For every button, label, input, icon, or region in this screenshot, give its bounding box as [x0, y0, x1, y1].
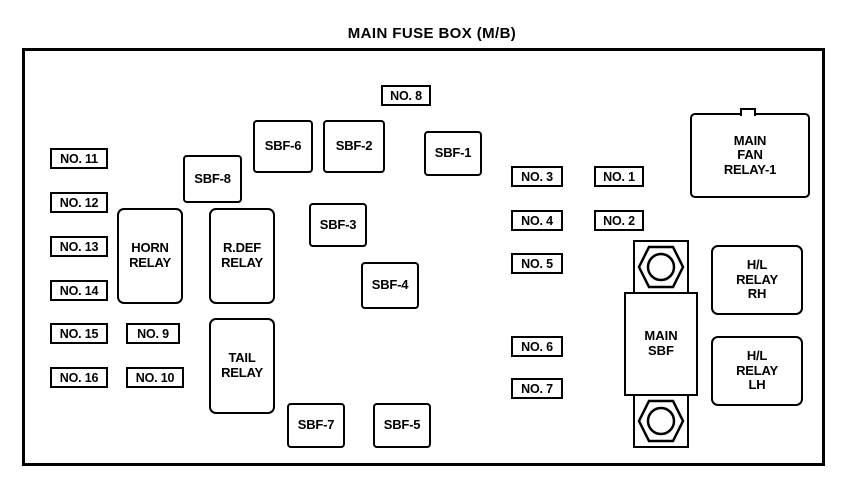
- main-sbf-assembly[interactable]: MAIN SBF: [624, 240, 698, 448]
- hex-nut-icon-top: [637, 244, 685, 290]
- fuse-no-12[interactable]: NO. 12: [50, 192, 108, 213]
- hex-nut-icon-bottom: [637, 398, 685, 444]
- sbf-4[interactable]: SBF-4: [361, 262, 419, 309]
- fuse-no-4[interactable]: NO. 4: [511, 210, 563, 231]
- tail-relay[interactable]: TAIL RELAY: [209, 318, 275, 414]
- hl-relay-lh-label: H/L RELAY LH: [736, 348, 778, 393]
- main-sbf-label: MAIN SBF: [624, 292, 698, 396]
- fuse-no-6[interactable]: NO. 6: [511, 336, 563, 357]
- tail-relay-label: TAIL RELAY: [221, 350, 263, 380]
- main-fan-relay-1-label: MAIN FAN RELAY-1: [723, 132, 777, 177]
- fuse-no-2[interactable]: NO. 2: [594, 210, 644, 231]
- hl-relay-rh-label: H/L RELAY RH: [736, 257, 778, 302]
- fuse-no-11[interactable]: NO. 11: [50, 148, 108, 169]
- sbf-3[interactable]: SBF-3: [309, 203, 367, 247]
- page-title: MAIN FUSE BOX (M/B): [347, 25, 517, 42]
- fuse-no-1[interactable]: NO. 1: [594, 166, 644, 187]
- fuse-no-8[interactable]: NO. 8: [381, 85, 431, 106]
- fuse-no-15[interactable]: NO. 15: [50, 323, 108, 344]
- main-fan-relay-1[interactable]: MAIN FAN RELAY-1: [690, 113, 810, 198]
- fuse-no-14[interactable]: NO. 14: [50, 280, 108, 301]
- fuse-no-9[interactable]: NO. 9: [126, 323, 180, 344]
- fuse-no-13[interactable]: NO. 13: [50, 236, 108, 257]
- fuse-no-7[interactable]: NO. 7: [511, 378, 563, 399]
- fuse-no-3[interactable]: NO. 3: [511, 166, 563, 187]
- fuse-no-16[interactable]: NO. 16: [50, 367, 108, 388]
- sbf-5[interactable]: SBF-5: [373, 403, 431, 448]
- horn-relay[interactable]: HORN RELAY: [117, 208, 183, 304]
- sbf-7[interactable]: SBF-7: [287, 403, 345, 448]
- sbf-2[interactable]: SBF-2: [323, 120, 385, 173]
- hl-relay-lh[interactable]: H/L RELAY LH: [711, 336, 803, 406]
- main-fan-relay-tab-icon: [740, 108, 756, 116]
- rdef-relay-label: R.DEF RELAY: [221, 240, 263, 270]
- sbf-8[interactable]: SBF-8: [183, 155, 242, 203]
- fuse-no-5[interactable]: NO. 5: [511, 253, 563, 274]
- sbf-6[interactable]: SBF-6: [253, 120, 313, 173]
- fuse-no-10[interactable]: NO. 10: [126, 367, 184, 388]
- horn-relay-label: HORN RELAY: [129, 240, 171, 270]
- hl-relay-rh[interactable]: H/L RELAY RH: [711, 245, 803, 315]
- rdef-relay[interactable]: R.DEF RELAY: [209, 208, 275, 304]
- sbf-1[interactable]: SBF-1: [424, 131, 482, 176]
